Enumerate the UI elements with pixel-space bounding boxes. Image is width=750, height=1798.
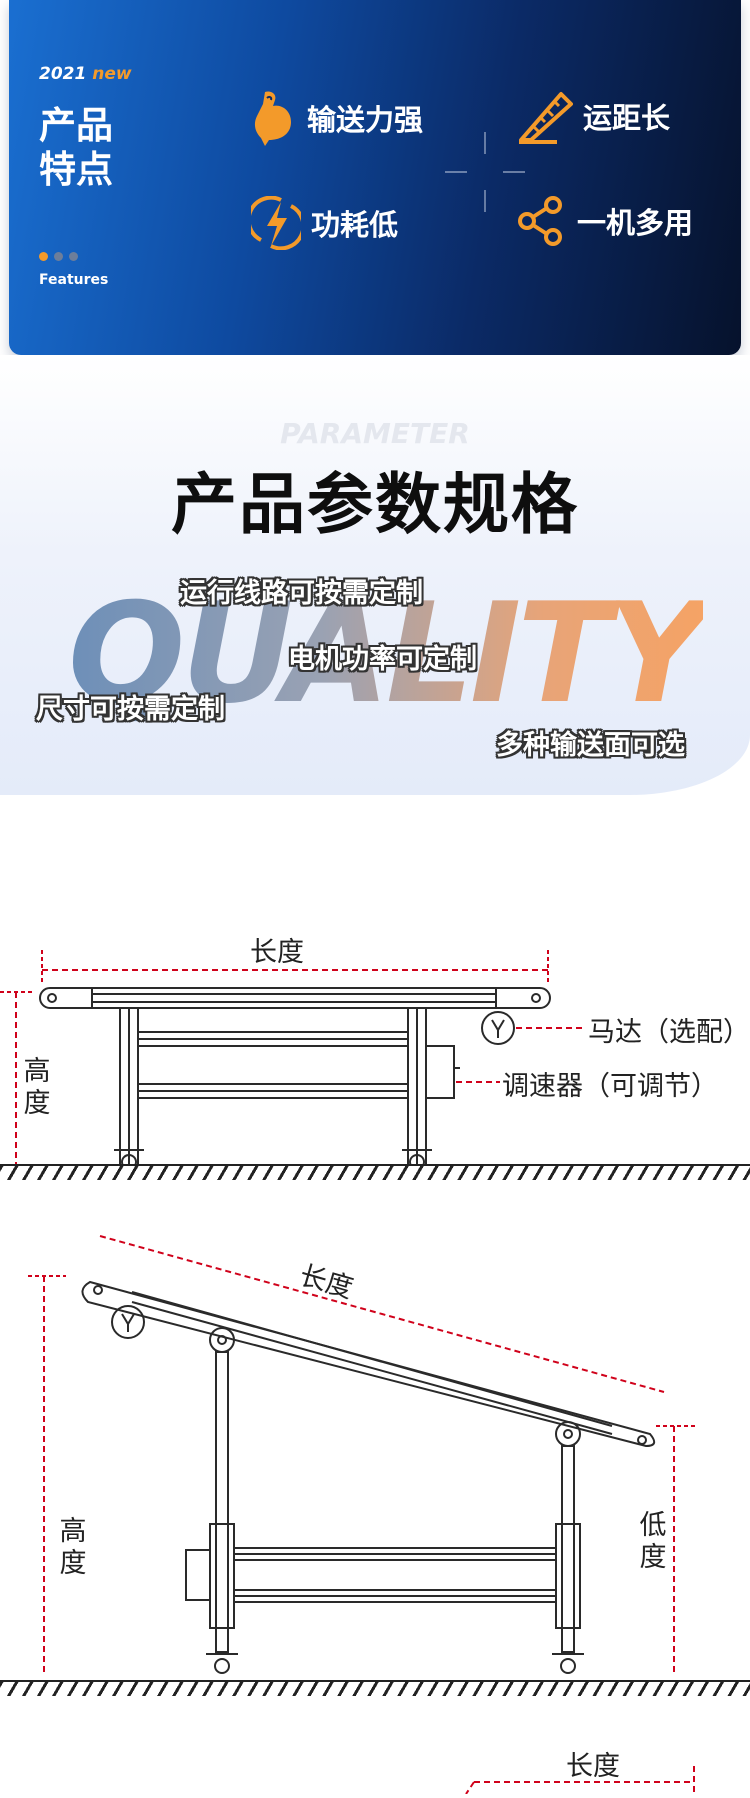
tag-multiple-surfaces: 多种输送面可选 bbox=[496, 730, 685, 761]
height-label: 高度 bbox=[23, 1056, 51, 1119]
banner-subtitle: Features bbox=[39, 272, 109, 288]
banner-year: 2021 new bbox=[39, 64, 132, 84]
tag-custom-route: 运行线路可按需定制 bbox=[180, 578, 423, 609]
length-label: 长度 bbox=[250, 937, 304, 968]
incline-low-label: 低度 bbox=[639, 1510, 667, 1573]
parameter-section: PARAMETER 产品参数规格 QUALITY 运行线路可按需定制 电机功率可… bbox=[0, 355, 750, 795]
carousel-dots bbox=[39, 252, 78, 261]
ground-hatch bbox=[0, 1164, 750, 1180]
carousel-dot-active bbox=[39, 252, 48, 261]
tag-custom-motor: 电机功率可定制 bbox=[288, 644, 477, 675]
banner-title: 产品特点 bbox=[39, 104, 113, 191]
feature-long-distance: 运距长 bbox=[517, 88, 670, 144]
features-banner: 2021 new 产品特点 Features 输送力强 运距长 bbox=[9, 0, 741, 355]
incline-height-label: 高度 bbox=[59, 1516, 87, 1579]
flat-conveyor-drawing bbox=[0, 950, 586, 1199]
lightning-bolt-icon bbox=[251, 196, 301, 250]
tag-custom-size: 尺寸可按需定制 bbox=[36, 694, 225, 725]
feature-strong-conveying: 输送力强 bbox=[251, 88, 423, 148]
feature-label: 功耗低 bbox=[311, 208, 399, 242]
ruler-icon bbox=[519, 92, 573, 144]
carousel-dot bbox=[54, 252, 63, 261]
feature-label: 运距长 bbox=[583, 101, 671, 135]
quality-watermark: QUALITY bbox=[68, 573, 707, 734]
speed-controller-label: 调速器（可调节） bbox=[502, 1071, 718, 1102]
parameter-en-title: PARAMETER bbox=[280, 417, 470, 450]
muscle-arm-icon bbox=[254, 91, 291, 146]
feature-low-power: 功耗低 bbox=[251, 196, 398, 250]
share-network-icon bbox=[518, 196, 562, 246]
third-diagram-drawing bbox=[465, 1766, 695, 1795]
feature-label: 输送力强 bbox=[307, 103, 424, 137]
third-diagram-partial: 长度 bbox=[0, 1730, 750, 1795]
crosshair-decoration bbox=[445, 132, 525, 212]
ground-hatch bbox=[0, 1680, 750, 1696]
motor-label: 马达（选配） bbox=[588, 1017, 750, 1048]
third-length-label: 长度 bbox=[566, 1751, 620, 1782]
parameter-title: 产品参数规格 bbox=[171, 466, 579, 543]
incline-conveyor-diagram: 长度 高度 低度 bbox=[0, 1220, 750, 1680]
flat-conveyor-diagram: 长度 高度 马达（选配） 调速器（可调节） bbox=[0, 920, 750, 1199]
feature-label: 一机多用 bbox=[577, 206, 694, 240]
feature-multi-use: 一机多用 bbox=[517, 196, 693, 246]
carousel-dot bbox=[69, 252, 78, 261]
incline-conveyor-drawing bbox=[28, 1235, 696, 1676]
